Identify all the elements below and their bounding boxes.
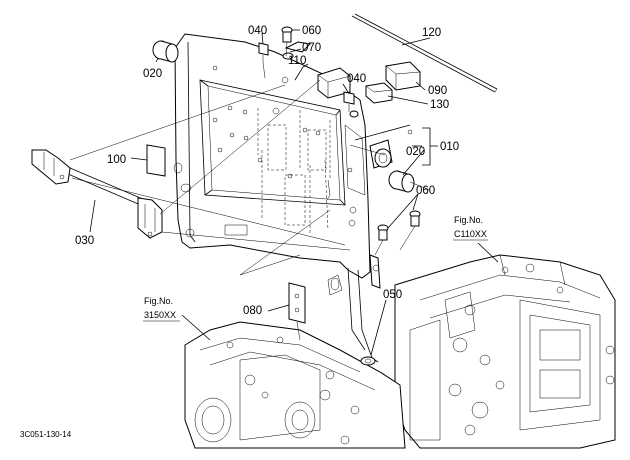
part-130-block — [365, 82, 393, 104]
label-030: 030 — [75, 235, 94, 247]
label-070: 070 — [302, 42, 321, 54]
part-030-rod — [31, 149, 163, 239]
label-020-top: 020 — [143, 68, 162, 80]
fig-ref-left-title: Fig.No. — [144, 296, 173, 306]
part-120-rod — [351, 13, 498, 93]
fig-ref-right: Fig.No. C110XX — [453, 215, 488, 241]
part-040-bolt-a — [258, 42, 269, 62]
part-110-bracket — [317, 67, 351, 99]
part-020-bushing-b — [388, 170, 415, 193]
drawing-code: 3C051-130-14 — [20, 430, 72, 439]
label-020-right: 020 — [406, 146, 425, 158]
label-120: 120 — [422, 27, 441, 39]
label-130: 130 — [430, 99, 449, 111]
label-060-right: 060 — [416, 185, 435, 197]
label-050: 050 — [383, 289, 402, 301]
fig-ref-left-code: 3150XX — [144, 310, 176, 320]
main-panel-frame — [173, 33, 379, 363]
label-040-top: 040 — [248, 25, 267, 37]
label-010: 010 — [440, 141, 459, 153]
part-060-bolt-b — [377, 210, 421, 241]
fig-ref-right-code: C110XX — [454, 229, 487, 239]
transmission-housing — [394, 254, 616, 449]
part-070-clip — [282, 41, 312, 60]
label-100: 100 — [107, 154, 126, 166]
lower-housing — [184, 321, 406, 449]
fig-ref-right-title: Fig.No. — [454, 215, 483, 225]
label-080: 080 — [243, 305, 262, 317]
part-040-bolt-b — [343, 91, 359, 118]
fig-ref-left: Fig.No. 3150XX — [143, 296, 180, 322]
hidden-inner-panel — [257, 108, 331, 235]
label-110: 110 — [288, 55, 306, 67]
label-060-top: 060 — [302, 25, 321, 37]
label-090: 090 — [428, 85, 447, 97]
part-020-bushing-a — [152, 40, 179, 63]
part-050-washer — [360, 356, 376, 366]
part-090-block — [385, 61, 421, 91]
part-100-label-plate — [146, 144, 166, 177]
part-060-bolt-a — [281, 26, 293, 43]
part-080-plate — [288, 282, 306, 324]
leader-lines — [69, 29, 499, 356]
side-bracket — [369, 254, 381, 289]
label-040-second: 040 — [347, 73, 366, 85]
